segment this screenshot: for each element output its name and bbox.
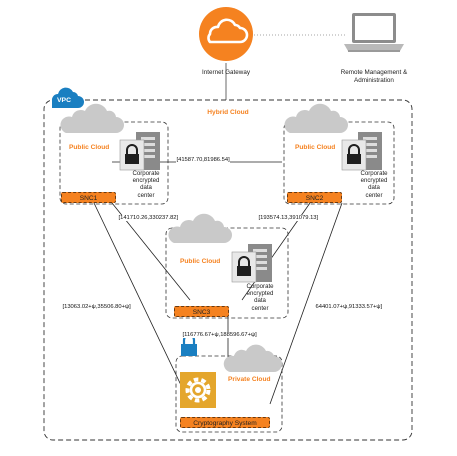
snc2-badge: SNC2 [287, 192, 342, 203]
secure-server-icon [231, 244, 272, 283]
data-center-label: Corporate encrypted data center [360, 170, 388, 199]
secure-server-icon [119, 132, 160, 171]
edge-label-snc2-snc3: [193574.13,391079.13] [258, 215, 319, 221]
gear-icon [180, 372, 216, 408]
vpc-boundary [43, 99, 413, 441]
node-box-private [175, 355, 283, 433]
vpc-badge-icon [51, 87, 84, 108]
edge-snc1-private [93, 202, 191, 405]
internet-gateway-label: Internet Gateway [202, 69, 250, 76]
private-cloud-label: Private Cloud [228, 376, 271, 383]
cloud-circle-icon [199, 7, 253, 61]
laptop-icon [344, 13, 404, 52]
data-center-label: Corporate encrypted data center [132, 170, 160, 199]
snc1-badge: SNC1 [61, 192, 116, 203]
lock-icon [181, 333, 197, 356]
cloud-icon [60, 103, 124, 133]
public-cloud-label: Public Cloud [69, 144, 110, 151]
public-cloud-label: Public Cloud [295, 144, 336, 151]
cloud-icon [168, 213, 232, 243]
data-center-label: Corporate encrypted data center [246, 283, 274, 312]
remote-management-label: Remote Management & Administration [340, 69, 408, 84]
edge-label-snc1-private: [13063.02+ψ,35506.80+ψ] [62, 304, 132, 310]
secure-server-icon [341, 132, 382, 171]
snc3-badge: SNC3 [174, 306, 229, 317]
cloud-icon [284, 103, 348, 133]
cloud-icon [223, 344, 282, 372]
edge-label-snc1-snc3: [141710.26,330237.82] [118, 215, 179, 221]
hybrid-cloud-label: Hybrid Cloud [207, 109, 249, 116]
vpc-label: VPC [57, 97, 71, 104]
cryptography-system-badge: Cryptography System [180, 417, 270, 428]
edge-label-snc3-private: [116776.67+ψ,188596.67+ψ] [182, 332, 258, 338]
public-cloud-label: Public Cloud [180, 258, 221, 265]
edge-label-snc1-snc2: [41587.70,81986.54] [176, 157, 231, 163]
edge-label-snc2-private: 64401.07+ψ,91333.57+ψ] [315, 304, 383, 310]
